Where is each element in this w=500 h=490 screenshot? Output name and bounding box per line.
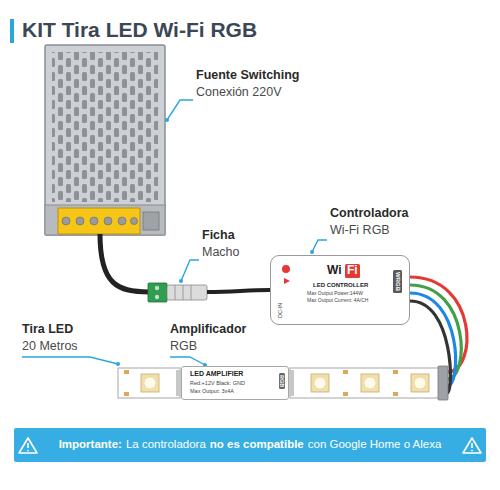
warning-text: La controladora <box>126 438 206 452</box>
spec-text: Red:+12V Black: GND <box>190 380 245 386</box>
port-label: WRGB <box>393 270 402 293</box>
title-bar <box>10 19 14 43</box>
banner-text-row: Importante: La controladora no es compatib… <box>40 429 460 461</box>
callout-subtitle: RGB <box>170 339 197 354</box>
controller-arrow <box>284 278 290 284</box>
device-name: LED CONTROLLER <box>313 282 368 289</box>
port-label: DC-IN <box>277 303 283 318</box>
led-strip <box>118 366 448 400</box>
callout-subtitle: Macho <box>202 245 240 260</box>
controller-body <box>270 255 410 325</box>
title: KIT Tira LED Wi-Fi RGB <box>22 17 257 42</box>
dc-plug <box>148 283 207 302</box>
wifi-controller: WiFiLED CONTROLLER Max Output Power:144WM… <box>270 255 410 325</box>
power-cable <box>100 234 149 292</box>
callout-title: Tira LED <box>22 322 73 337</box>
logo-badge: Fi <box>345 264 360 278</box>
controller-button <box>282 265 290 273</box>
callout-title: Amplificador <box>170 322 246 337</box>
port-label: RGB <box>279 373 285 389</box>
dc-cable <box>207 290 270 292</box>
warning-heading: Importante: <box>59 438 122 452</box>
callout-subtitle: Wi-Fi RGB <box>330 223 390 238</box>
warning-emphasis: no es compatible <box>210 438 304 452</box>
warning-banner <box>14 428 486 462</box>
logo-text: Wi <box>327 264 342 278</box>
spec-text: Max Output: 3x4A <box>190 388 234 394</box>
spec-text: Max Output Current: 4A/CH <box>307 298 368 304</box>
warning-text: con Google Home o Alexa <box>308 438 442 452</box>
callout-subtitle: Conexión 220V <box>196 85 281 100</box>
callout-title: Fuente Switching <box>196 68 299 83</box>
callout-title: Ficha <box>202 228 235 243</box>
callout-title: Controladora <box>330 206 408 221</box>
rgb-amplifier: LED AMPLIFIER Red:+12V Black: GND Max Outp… <box>181 366 289 400</box>
spec-text: Max Output Power:144W <box>307 291 363 297</box>
power-supply <box>45 45 165 235</box>
device-name: LED AMPLIFIER <box>190 370 243 378</box>
callout-subtitle: 20 Metros <box>22 339 78 354</box>
warning-icon <box>19 438 481 453</box>
leader-lines <box>22 100 327 365</box>
